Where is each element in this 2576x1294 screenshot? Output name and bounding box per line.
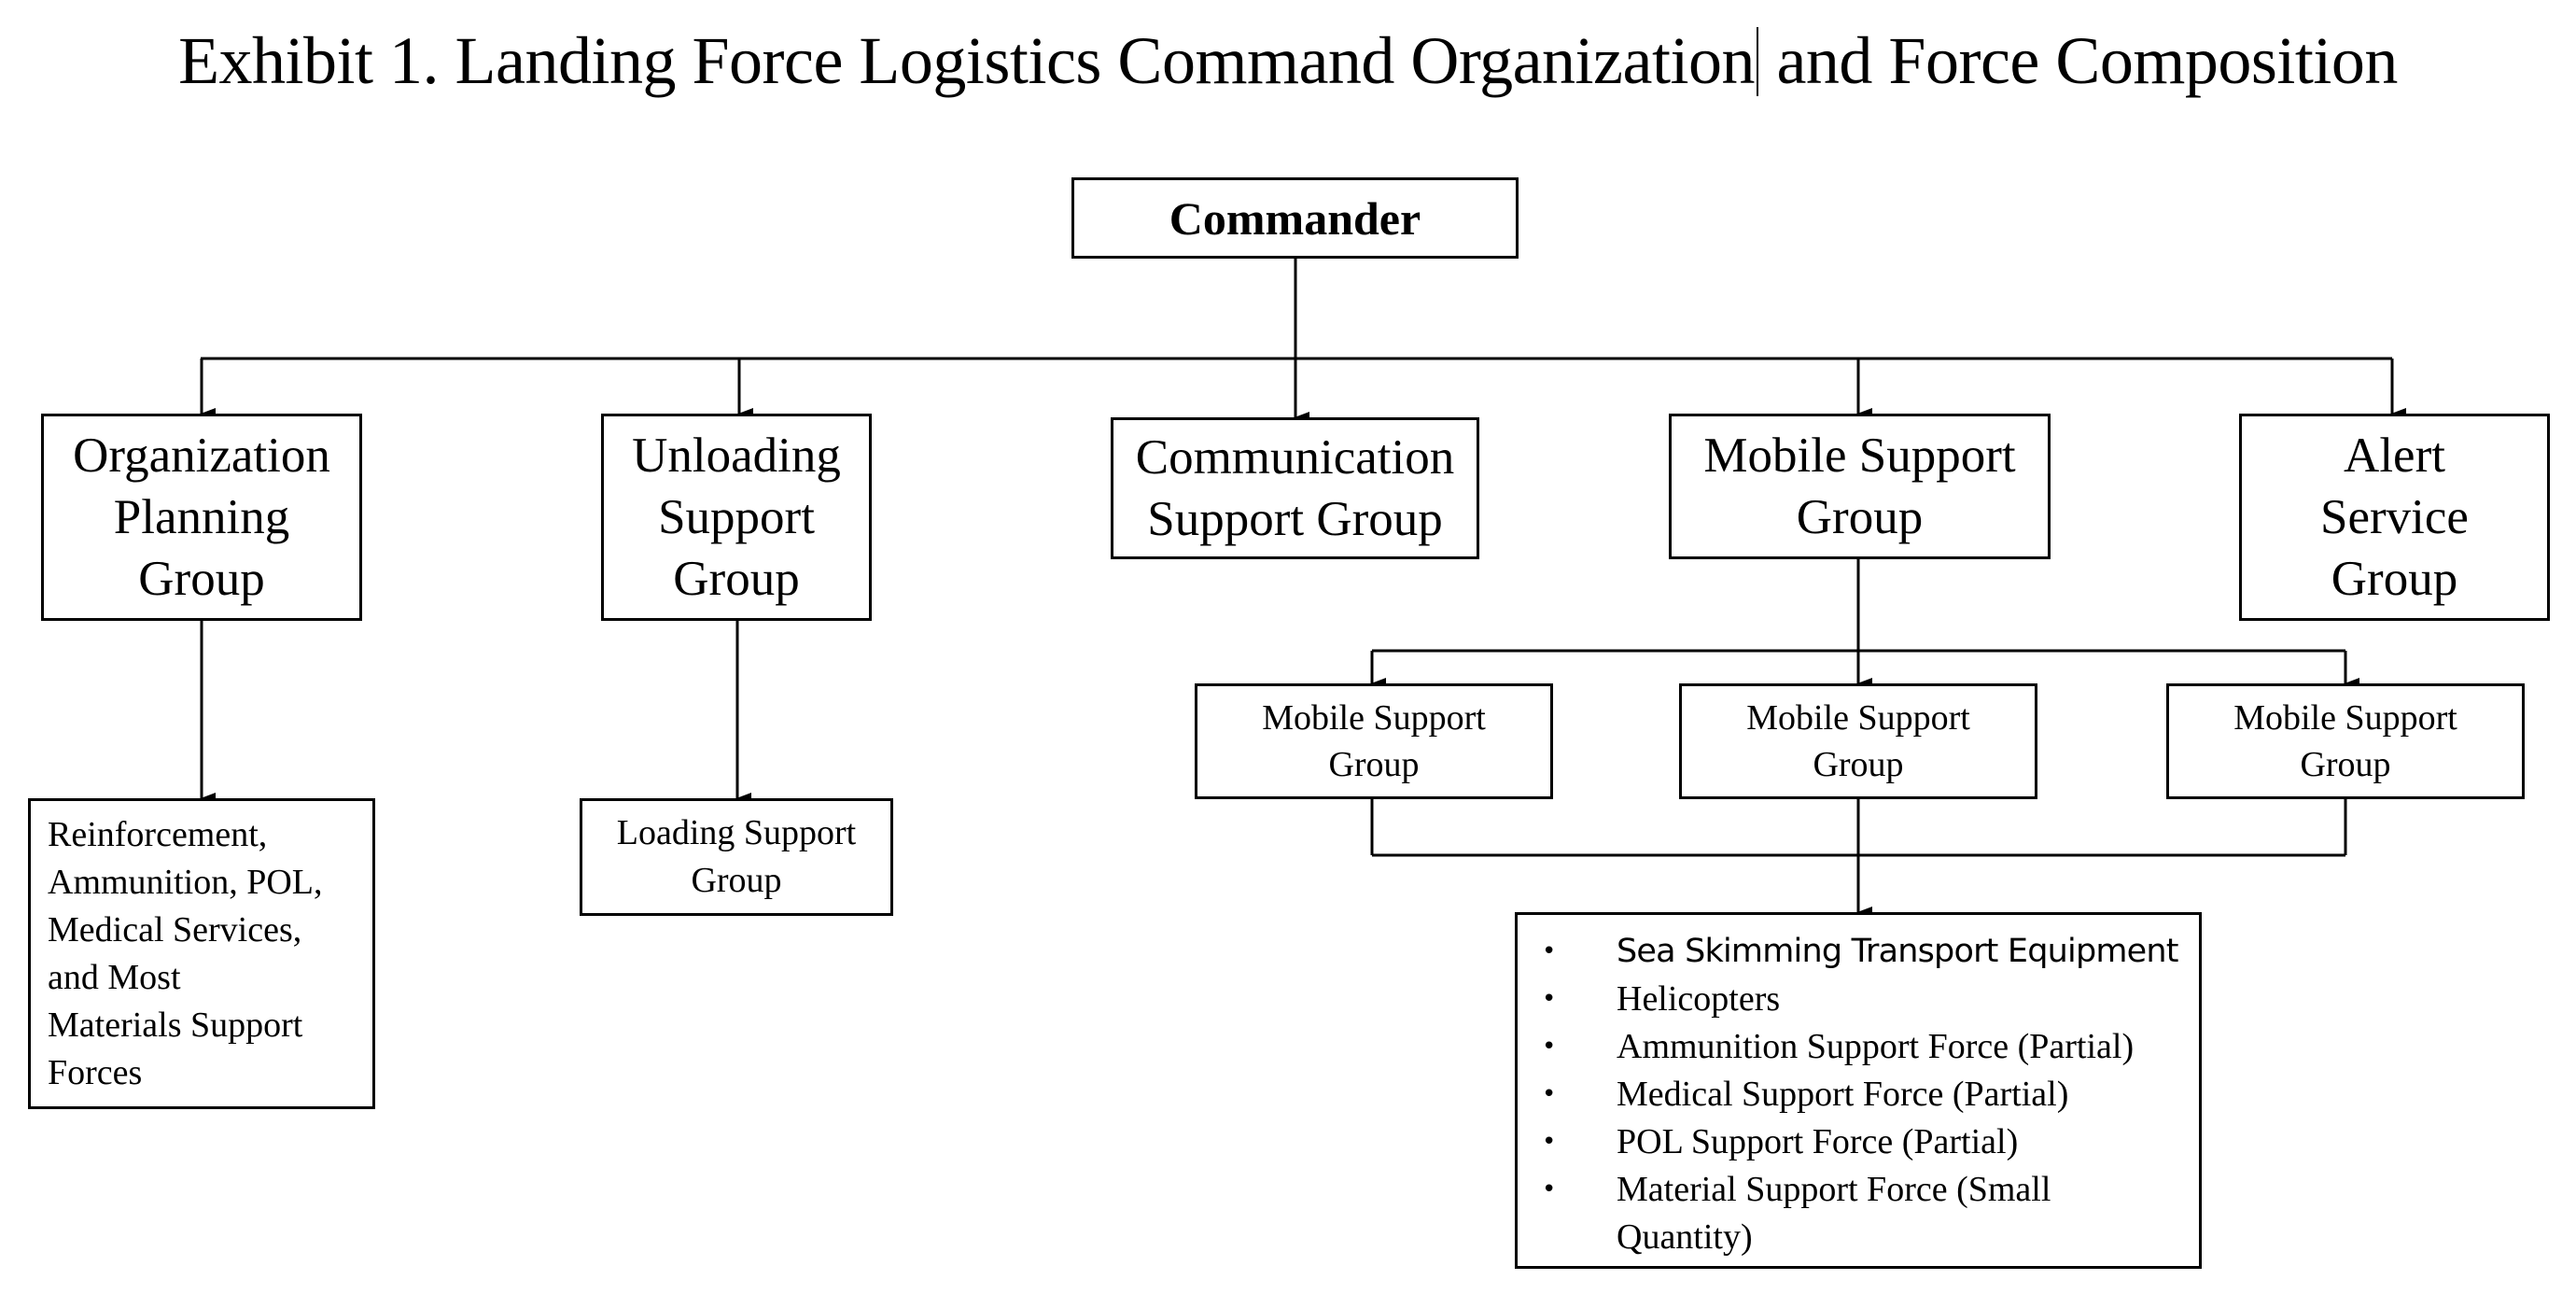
bullet-icon: • [1542,937,1556,965]
list-item-text: Ammunition Support Force (Partial) [1617,1027,2135,1066]
organization-planning-subunit-box: Reinforcement, Ammunition, POL, Medical … [28,798,375,1109]
list-item-text: Material Support Force (Small Quantity) [1617,1170,2051,1257]
commander-box: Commander [1071,177,1519,259]
bullet-icon: • [1542,1175,1557,1203]
mobile-support-subgroup-box: Mobile Support Group [1679,683,2037,799]
bullet-icon: • [1542,985,1557,1013]
mobile-support-group-label: Mobile Support Group [1703,429,2016,544]
organization-planning-group-label: Organization Planning Group [73,429,330,606]
communication-support-group-box: Communication Support Group [1111,417,1479,559]
list-item-text: POL Support Force (Partial) [1617,1122,2019,1161]
mobile-force-composition-box: • Sea Skimming Transport Equipment • Helic… [1515,912,2202,1269]
unloading-support-group-label: Unloading Support Group [632,429,841,606]
bullet-icon: • [1542,1033,1557,1061]
mobile-support-subgroup-label: Mobile Support Group [1262,698,1486,784]
exhibit-title-part-2: and Force Composition [1759,23,2398,98]
force-composition-list: • Sea Skimming Transport Equipment • Helic… [1534,928,2179,1261]
commander-label: Commander [1169,191,1421,245]
mobile-support-group-box: Mobile Support Group [1669,414,2051,559]
unloading-support-group-box: Unloading Support Group [601,414,872,621]
list-item: • Helicopters [1534,976,2178,1023]
list-item: • POL Support Force (Partial) [1534,1118,2178,1166]
organization-planning-subunit-label: Reinforcement, Ammunition, POL, Medical … [48,814,323,1092]
list-item-text: Sea Skimming Transport Equipment [1617,933,2179,970]
exhibit-title-part-1: Exhibit 1. Landing Force Logistics Comma… [178,23,1755,98]
mobile-support-subgroup-label: Mobile Support Group [2233,698,2457,784]
loading-support-group-label: Loading Support Group [616,813,857,900]
communication-support-group-label: Communication Support Group [1135,430,1455,546]
list-item-text: Medical Support Force (Partial) [1617,1075,2069,1114]
bullet-icon: • [1542,1080,1557,1108]
mobile-support-subgroup-label: Mobile Support Group [1746,698,1970,784]
bullet-icon: • [1542,1128,1557,1156]
alert-service-group-label: Alert Service Group [2320,429,2469,606]
list-item: • Sea Skimming Transport Equipment [1534,928,2179,976]
mobile-support-subgroup-box: Mobile Support Group [2166,683,2525,799]
list-item: • Material Support Force (Small Quantity) [1534,1166,2178,1261]
list-item-text: Helicopters [1617,979,1781,1019]
organization-planning-group-box: Organization Planning Group [41,414,362,621]
text-cursor [1756,27,1758,96]
alert-service-group-box: Alert Service Group [2239,414,2550,621]
list-item: • Medical Support Force (Partial) [1534,1071,2178,1118]
mobile-support-subgroup-box: Mobile Support Group [1195,683,1553,799]
exhibit-title: Exhibit 1. Landing Force Logistics Comma… [0,21,2576,101]
list-item: • Ammunition Support Force (Partial) [1534,1023,2178,1071]
loading-support-group-box: Loading Support Group [580,798,893,916]
